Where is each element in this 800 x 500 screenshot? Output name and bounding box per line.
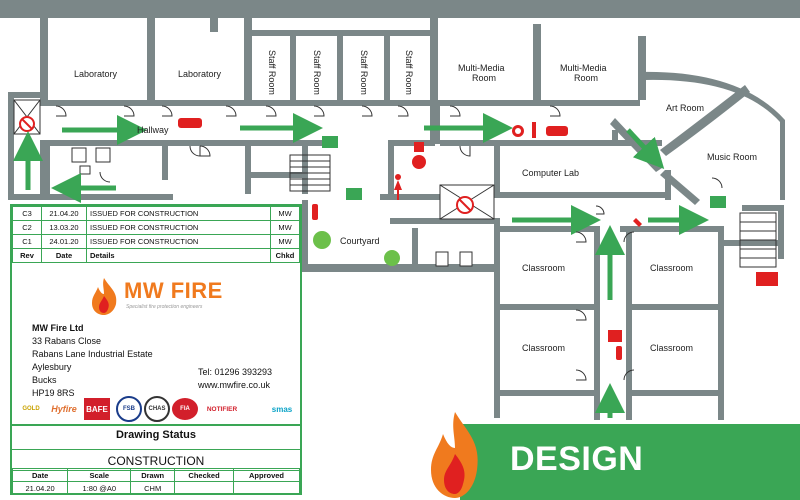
- meta-checked-header: Checked: [174, 468, 235, 482]
- phone-number: Tel: 01296 393293: [198, 367, 273, 377]
- accreditation-logo: CHAS: [144, 396, 170, 422]
- accreditation-logo: FIA: [172, 398, 198, 420]
- revision-row: C1 24.01.20 ISSUED FOR CONSTRUCTION MW: [12, 234, 300, 249]
- meta-approved-value: [233, 481, 300, 495]
- room-label-mm1-line1: Multi-Media: [458, 63, 505, 73]
- doors: [55, 105, 723, 381]
- meta-header-row: Date Scale Drawn Checked Approved: [11, 468, 300, 482]
- drawing-meta-table: Date Scale Drawn Checked Approved 21.04.…: [11, 468, 300, 495]
- room-label-computer-lab: Computer Lab: [522, 168, 579, 178]
- rev-header: Rev: [12, 248, 42, 263]
- rev-details-cell: ISSUED FOR CONSTRUCTION: [86, 234, 271, 249]
- accreditation-logo: Hyfire: [51, 404, 77, 414]
- room-label-class4: Classroom: [650, 343, 693, 353]
- toilets: [71, 147, 473, 267]
- accreditation-logo: FSB: [116, 396, 142, 422]
- meta-scale-value: 1:80 @A0: [67, 481, 132, 495]
- flame-icon: [92, 278, 117, 315]
- company-logo: MW FIRE Specialist fire protection engin…: [86, 276, 246, 316]
- logo-tagline: Specialist fire protection engineers: [126, 304, 203, 310]
- room-label-lab2: Laboratory: [178, 69, 222, 79]
- address-line: HP19 8RS: [32, 388, 75, 398]
- accreditation-logo: BAFE: [84, 398, 110, 420]
- courtyard-plants: [313, 231, 400, 266]
- room-label-courtyard: Courtyard: [340, 236, 380, 246]
- lift-shafts: [13, 99, 495, 220]
- rev-date-cell: 24.01.20: [41, 234, 87, 249]
- fire-equipment: [178, 118, 642, 360]
- company-name: MW Fire Ltd: [32, 323, 84, 333]
- revision-row: C3 21.04.20 ISSUED FOR CONSTRUCTION MW: [12, 206, 300, 221]
- rev-cell: C2: [12, 220, 42, 235]
- title-block: C3 21.04.20 ISSUED FOR CONSTRUCTION MW C…: [10, 204, 302, 495]
- address-line: Aylesbury: [32, 362, 72, 372]
- room-label-class3: Classroom: [522, 343, 565, 353]
- room-label-class1: Classroom: [522, 263, 565, 273]
- accreditation-logo: NOTIFIER: [206, 405, 238, 413]
- drawing-status: Drawing Status CONSTRUCTION: [12, 424, 300, 471]
- company-address: MW Fire Ltd 33 Rabans Close Rabans Lane …: [32, 322, 153, 400]
- address-line: Rabans Lane Industrial Estate: [32, 349, 153, 359]
- rev-chkd-cell: MW: [270, 220, 300, 235]
- rev-chkd-cell: MW: [270, 234, 300, 249]
- design-label: DESIGN: [510, 440, 644, 478]
- company-contact: Tel: 01296 393293 www.mwfire.co.uk: [198, 366, 272, 392]
- room-label-mm2-line2: Room: [574, 73, 598, 83]
- website: www.mwfire.co.uk: [198, 380, 271, 390]
- accreditation-logo: smas: [271, 404, 293, 414]
- address-line: Bucks: [32, 375, 57, 385]
- meta-value-row: 21.04.20 1:80 @A0 CHM: [11, 481, 300, 495]
- room-label-mm2-line1: Multi-Media: [560, 63, 607, 73]
- room-label-music: Music Room: [707, 152, 757, 162]
- meta-drawn-value: CHM: [130, 481, 176, 495]
- rev-details-cell: ISSUED FOR CONSTRUCTION: [86, 220, 271, 235]
- exit-arrows: [12, 113, 709, 418]
- revision-table: C3 21.04.20 ISSUED FOR CONSTRUCTION MW C…: [12, 206, 300, 263]
- room-label-staff4: Staff Room: [404, 50, 414, 95]
- accreditation-logos: GOLD Hyfire BAFE FSB CHAS FIA NOTIFIER s…: [18, 394, 298, 424]
- design-banner: [460, 424, 800, 500]
- meta-date-header: Date: [11, 468, 69, 482]
- walls: [8, 18, 784, 420]
- room-label-staff1: Staff Room: [267, 50, 277, 95]
- room-label-art: Art Room: [666, 103, 704, 113]
- address-line: 33 Rabans Close: [32, 336, 102, 346]
- exit-signs: [322, 136, 778, 286]
- meta-approved-header: Approved: [233, 468, 300, 482]
- room-label-mm1-line2: Room: [472, 73, 496, 83]
- drawing-status-value: CONSTRUCTION: [12, 449, 300, 471]
- accreditation-logo: GOLD: [22, 406, 40, 412]
- rev-date-cell: 13.03.20: [41, 220, 87, 235]
- rev-cell: C1: [12, 234, 42, 249]
- revision-row: C2 13.03.20 ISSUED FOR CONSTRUCTION MW: [12, 220, 300, 235]
- revision-header-row: Rev Date Details Chkd: [12, 248, 300, 263]
- rev-details-cell: ISSUED FOR CONSTRUCTION: [86, 206, 271, 221]
- room-label-staff3: Staff Room: [359, 50, 369, 95]
- rev-cell: C3: [12, 206, 42, 221]
- rev-date-cell: 21.04.20: [41, 206, 87, 221]
- meta-scale-header: Scale: [67, 468, 132, 482]
- room-label-class2: Classroom: [650, 263, 693, 273]
- stairs: [289, 154, 777, 268]
- logo-text: MW FIRE: [124, 278, 223, 303]
- meta-checked-value: [174, 481, 235, 495]
- rev-details-header: Details: [86, 248, 271, 263]
- room-label-hallway: Hallway: [137, 125, 169, 135]
- room-labels: Laboratory Laboratory Staff Room Staff R…: [74, 50, 757, 353]
- room-label-staff2: Staff Room: [312, 50, 322, 95]
- rev-chkd-header: Chkd: [270, 248, 300, 263]
- rev-chkd-cell: MW: [270, 206, 300, 221]
- drawing-status-title: Drawing Status: [115, 429, 197, 441]
- meta-date-value: 21.04.20: [11, 481, 69, 495]
- room-label-lab1: Laboratory: [74, 69, 118, 79]
- flame-icon: [431, 412, 478, 498]
- meta-drawn-header: Drawn: [130, 468, 176, 482]
- rev-date-header: Date: [41, 248, 87, 263]
